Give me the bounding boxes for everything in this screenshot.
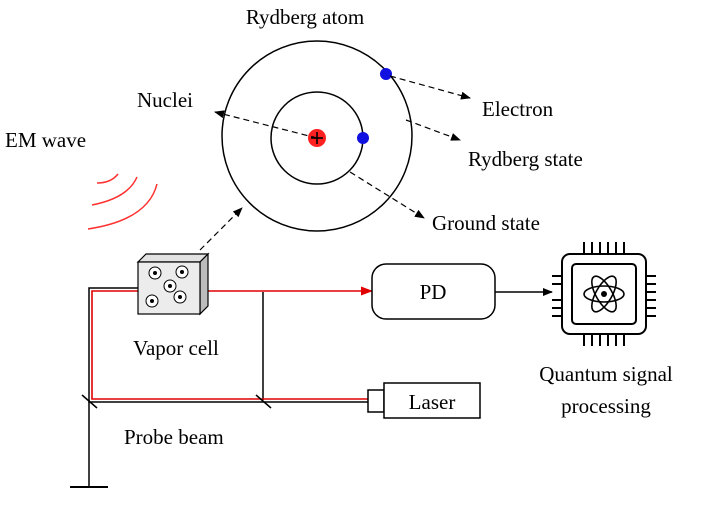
probe-beam xyxy=(88,286,373,403)
mirror-left xyxy=(81,394,98,409)
qsp-label-line2: processing xyxy=(561,394,651,418)
qsp-label-line1: Quantum signal xyxy=(539,362,673,386)
probe-beam-label: Probe beam xyxy=(124,425,224,449)
atom-title: Rydberg atom xyxy=(246,5,364,29)
cell-to-atom-pointer xyxy=(199,207,243,251)
vapor-cell-label: Vapor cell xyxy=(133,336,219,360)
ground-electron xyxy=(357,132,369,144)
laser-source xyxy=(367,382,481,419)
em-wave-icon xyxy=(87,173,158,230)
rydberg-orbit xyxy=(221,40,413,232)
electron-label: Electron xyxy=(482,97,554,121)
rydberg-electron xyxy=(380,68,392,80)
nuclei-label: Nuclei xyxy=(137,88,193,112)
ground-state-pointer xyxy=(349,171,425,219)
rydberg-state-pointer xyxy=(405,119,461,141)
mirror-right xyxy=(255,394,272,409)
quantum-chip-icon xyxy=(552,242,656,346)
rydberg-state-label: Rydberg state xyxy=(468,147,583,171)
pd-label: PD xyxy=(420,280,447,304)
em-wave-label: EM wave xyxy=(5,128,86,152)
electron-pointer xyxy=(389,75,471,100)
ground-state-label: Ground state xyxy=(432,211,540,235)
vapor-cell xyxy=(136,252,210,316)
laser-label: Laser xyxy=(409,390,456,414)
nuclei-pointer xyxy=(214,110,318,139)
